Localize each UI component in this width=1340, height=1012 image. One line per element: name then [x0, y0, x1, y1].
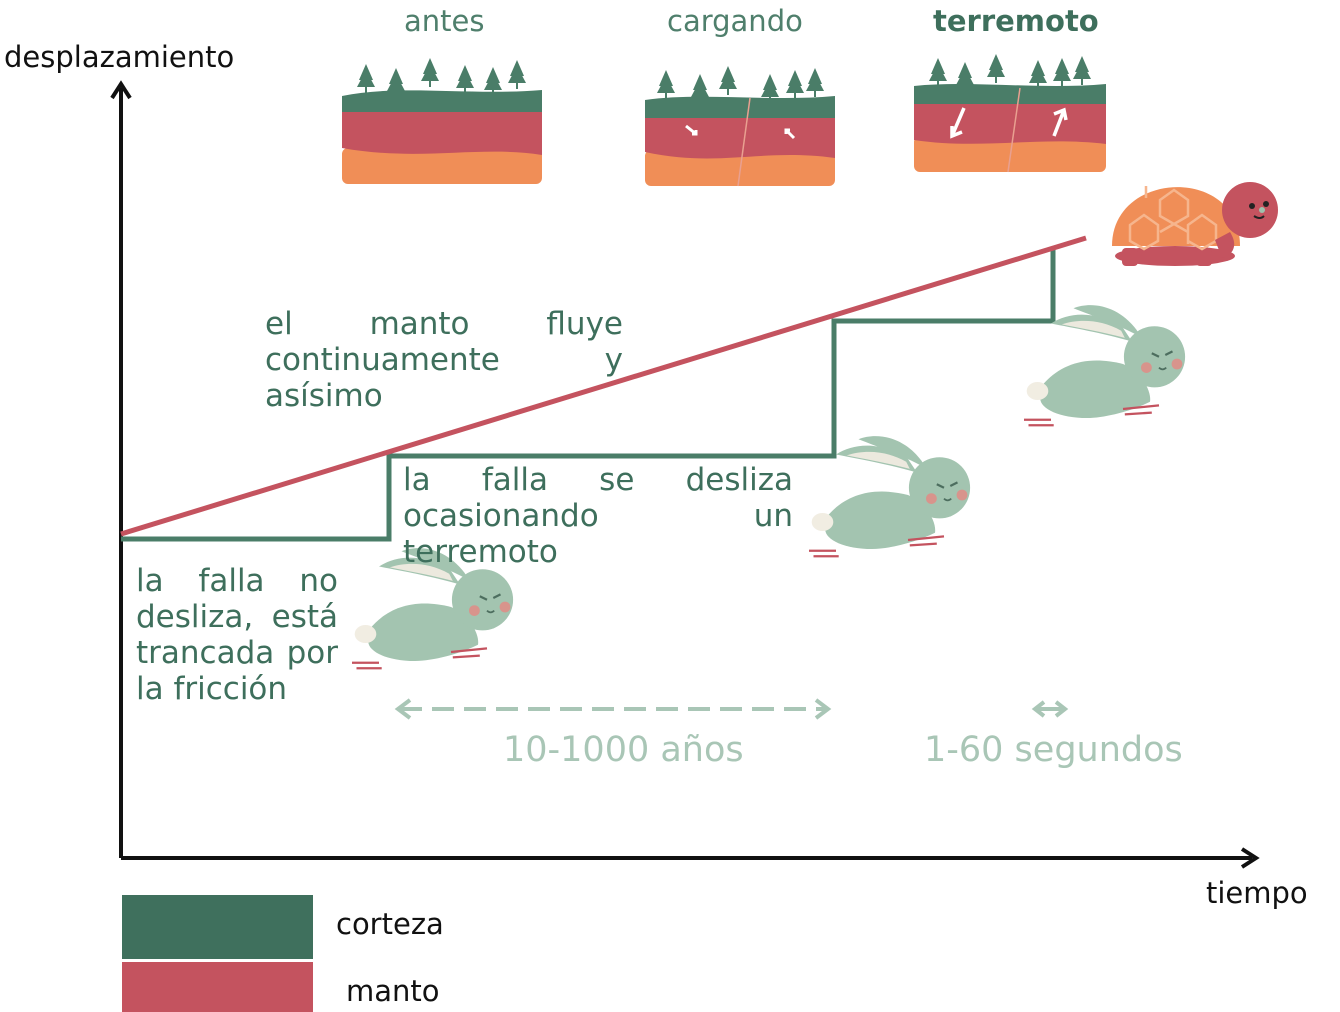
block-cargando	[645, 66, 835, 187]
legend-label-manto: manto	[346, 974, 440, 1008]
block-antes	[342, 58, 542, 184]
annotation-line: el manto fluye	[265, 306, 623, 342]
legend-swatch-corteza	[122, 895, 313, 959]
duration-arrow-coseismic	[1031, 700, 1069, 718]
slip-arrow-icon	[1052, 107, 1068, 137]
slip-arrow-icon	[685, 124, 698, 136]
stage-title-terremoto: terremoto	[933, 4, 1099, 38]
annotation-line: continuamente y asísimo	[265, 342, 623, 414]
annotation-fault-slips: la falla se desliza ocasionando un terre…	[403, 462, 793, 570]
annotation-line: ocasionando un terremoto	[403, 498, 793, 570]
tortoise-icon	[1112, 182, 1278, 266]
annotation-line: la fricción	[136, 671, 288, 707]
stage-title-cargando: cargando	[667, 4, 803, 38]
legend-label-corteza: corteza	[336, 907, 444, 941]
duration-label-coseismic: 1-60 segundos	[924, 730, 1183, 770]
annotation-line: la falla se desliza	[403, 462, 793, 498]
block-terremoto	[914, 54, 1106, 173]
annotation-line: trancada por	[136, 635, 338, 671]
stage-title-antes: antes	[404, 4, 485, 38]
annotation-fault-locked: la falla no desliza, está trancada por l…	[136, 563, 338, 707]
legend-swatch-manto	[122, 962, 313, 1012]
annotation-line: desliza, está	[136, 599, 338, 635]
slip-arrow-icon	[784, 128, 796, 140]
y-axis-label: desplazamiento	[4, 40, 235, 74]
duration-arrow-interseismic	[394, 698, 832, 720]
duration-label-interseismic: 10-1000 años	[503, 730, 744, 770]
axes	[110, 80, 1260, 869]
slip-arrow-icon	[950, 107, 966, 139]
annotation-line: la falla no	[136, 563, 338, 599]
mantle-steady-line	[120, 235, 1087, 537]
crust-staircase-line	[121, 250, 1056, 542]
x-axis-label: tiempo	[1206, 876, 1308, 910]
annotation-mantle-flow: el manto fluye continuamente y asísimo	[265, 306, 623, 414]
